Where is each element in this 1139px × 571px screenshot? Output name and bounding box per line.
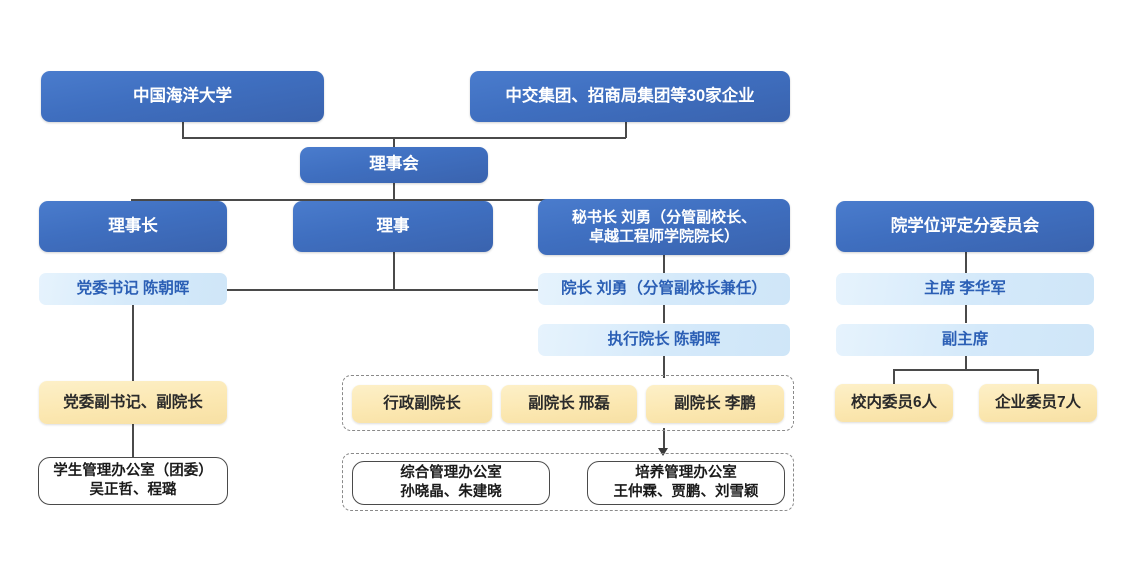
- node-internal-members[interactable]: 校内委员6人: [835, 384, 953, 422]
- connector-secretary-dean-link: [227, 289, 539, 291]
- connector-execdean-down: [663, 356, 665, 378]
- connector-vicechair-down: [965, 356, 967, 370]
- connector-deputy-to-studentoffice: [132, 424, 134, 457]
- node-vice-dean-lipeng[interactable]: 副院长 李鹏: [646, 385, 784, 423]
- node-training-office[interactable]: 培养管理办公室 王仲霖、贾鹏、刘雪颖: [587, 461, 785, 505]
- connector-council-down: [393, 180, 395, 200]
- node-degree-committee[interactable]: 院学位评定分委员会: [836, 201, 1094, 252]
- connector-partysecretary-down: [132, 305, 134, 381]
- connector-council-distribute: [131, 199, 664, 201]
- connector-top-bridge: [182, 137, 626, 139]
- node-council[interactable]: 理事会: [300, 147, 488, 183]
- node-enterprise-members[interactable]: 企业委员7人: [979, 384, 1097, 422]
- connector-to-internal-members: [893, 369, 895, 384]
- connector-degreecommittee-down: [965, 251, 967, 273]
- node-general-office[interactable]: 综合管理办公室 孙晓晶、朱建晓: [352, 461, 550, 505]
- arrow-to-training-office: [658, 448, 668, 456]
- node-council-chair[interactable]: 理事长: [39, 201, 227, 252]
- connector-chair-to-vicechair: [965, 305, 967, 323]
- connector-member-down: [393, 251, 395, 290]
- node-council-member[interactable]: 理事: [293, 201, 493, 252]
- node-student-office[interactable]: 学生管理办公室（团委） 吴正哲、程璐: [38, 457, 228, 505]
- node-deputy-party-secretary[interactable]: 党委副书记、副院长: [39, 381, 227, 424]
- offices-group-frame: [342, 453, 794, 511]
- connector-university-down: [182, 122, 184, 138]
- node-dean[interactable]: 院长 刘勇（分管副校长兼任）: [538, 273, 790, 305]
- connector-vicedean-to-trainingoffice: [663, 428, 665, 451]
- connector-secretarygeneral-down: [663, 255, 665, 273]
- node-executive-dean[interactable]: 执行院长 陈朝晖: [538, 324, 790, 356]
- node-university[interactable]: 中国海洋大学: [41, 71, 324, 122]
- node-vice-dean-xinglei[interactable]: 副院长 邢磊: [501, 385, 637, 423]
- connector-to-enterprise-members: [1037, 369, 1039, 384]
- node-party-secretary[interactable]: 党委书记 陈朝晖: [39, 273, 227, 305]
- vice-deans-group-frame: [342, 375, 794, 431]
- node-admin-vice-dean[interactable]: 行政副院长: [352, 385, 492, 423]
- node-secretary-general[interactable]: 秘书长 刘勇（分管副校长、 卓越工程师学院院长）: [538, 199, 790, 255]
- connector-bridge-to-council: [393, 137, 395, 150]
- connector-vicechair-distribute: [893, 369, 1038, 371]
- node-committee-vice-chair[interactable]: 副主席: [836, 324, 1094, 356]
- connector-enterprises-down: [625, 122, 627, 138]
- node-enterprises[interactable]: 中交集团、招商局集团等30家企业: [470, 71, 790, 122]
- connector-dean-to-execdean: [663, 305, 665, 323]
- node-committee-chair[interactable]: 主席 李华军: [836, 273, 1094, 305]
